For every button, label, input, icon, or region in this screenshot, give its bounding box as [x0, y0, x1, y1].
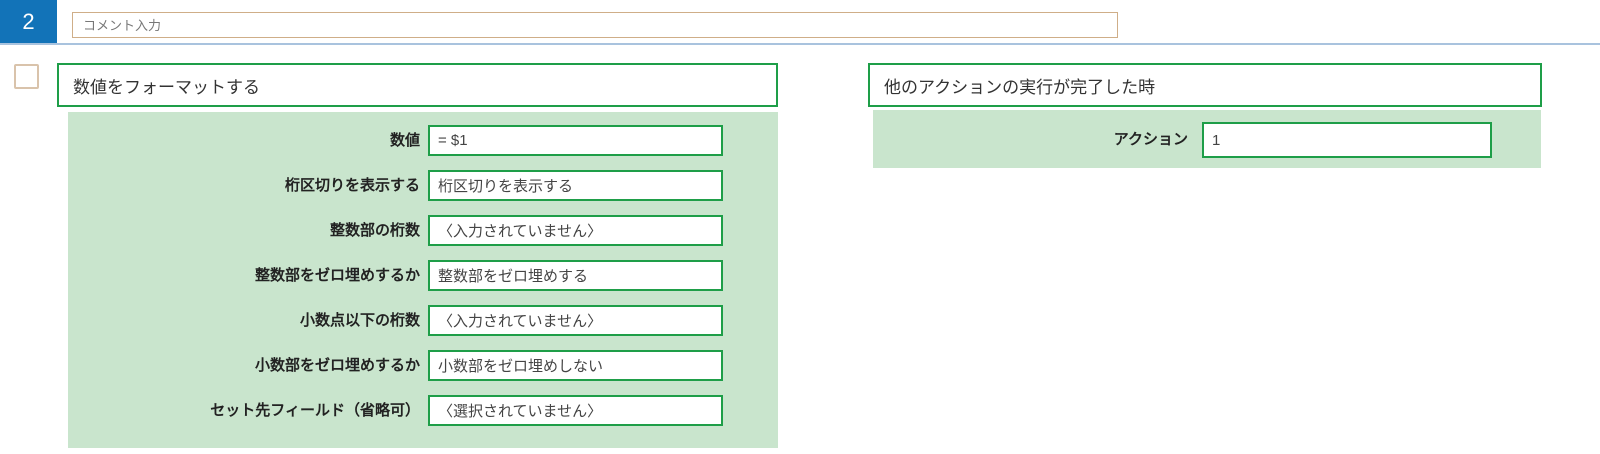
- field-label: 小数点以下の桁数: [299, 312, 420, 329]
- form-row-action-ref: アクション: [873, 122, 1541, 167]
- field-label: 小数部をゼロ埋めするか: [254, 357, 420, 374]
- field-label: アクション: [1113, 131, 1188, 148]
- form-row-integer-digits: 整数部の桁数: [68, 215, 778, 260]
- trigger-type-selector[interactable]: 他のアクションの実行が完了した時: [868, 63, 1542, 107]
- integer-zero-pad-input[interactable]: [428, 260, 723, 291]
- trigger-params-panel: アクション: [873, 110, 1541, 168]
- step-divider-line: [0, 43, 1600, 45]
- form-row-digit-separator: 桁区切りを表示する: [68, 170, 778, 215]
- field-label: 整数部をゼロ埋めするか: [254, 267, 420, 284]
- step-select-checkbox[interactable]: [14, 64, 39, 89]
- field-label: 数値: [389, 132, 420, 149]
- decimal-zero-pad-input[interactable]: [428, 350, 723, 381]
- action-title: 数値をフォーマットする: [73, 77, 260, 97]
- form-row-number: 数値: [68, 125, 778, 170]
- form-row-decimal-digits: 小数点以下の桁数: [68, 305, 778, 350]
- field-label: 整数部の桁数: [329, 222, 420, 239]
- field-label: セット先フィールド（省略可）: [210, 402, 420, 419]
- action-params-panel: 数値 桁区切りを表示する 整数部の桁数 整数部をゼロ埋めするか 小数点以下の桁数…: [68, 112, 778, 448]
- comment-input[interactable]: [72, 12, 1118, 38]
- decimal-digits-input[interactable]: [428, 305, 723, 336]
- action-ref-input[interactable]: [1202, 122, 1492, 158]
- form-row-integer-zero-pad: 整数部をゼロ埋めするか: [68, 260, 778, 305]
- number-value-input[interactable]: [428, 125, 723, 156]
- digit-separator-input[interactable]: [428, 170, 723, 201]
- field-label: 桁区切りを表示する: [284, 177, 420, 194]
- action-type-selector[interactable]: 数値をフォーマットする: [57, 63, 778, 107]
- form-row-target-field: セット先フィールド（省略可）: [68, 395, 778, 440]
- step-number-badge: 2: [0, 0, 57, 43]
- trigger-title: 他のアクションの実行が完了した時: [884, 77, 1156, 97]
- form-row-decimal-zero-pad: 小数部をゼロ埋めするか: [68, 350, 778, 395]
- target-field-input[interactable]: [428, 395, 723, 426]
- integer-digits-input[interactable]: [428, 215, 723, 246]
